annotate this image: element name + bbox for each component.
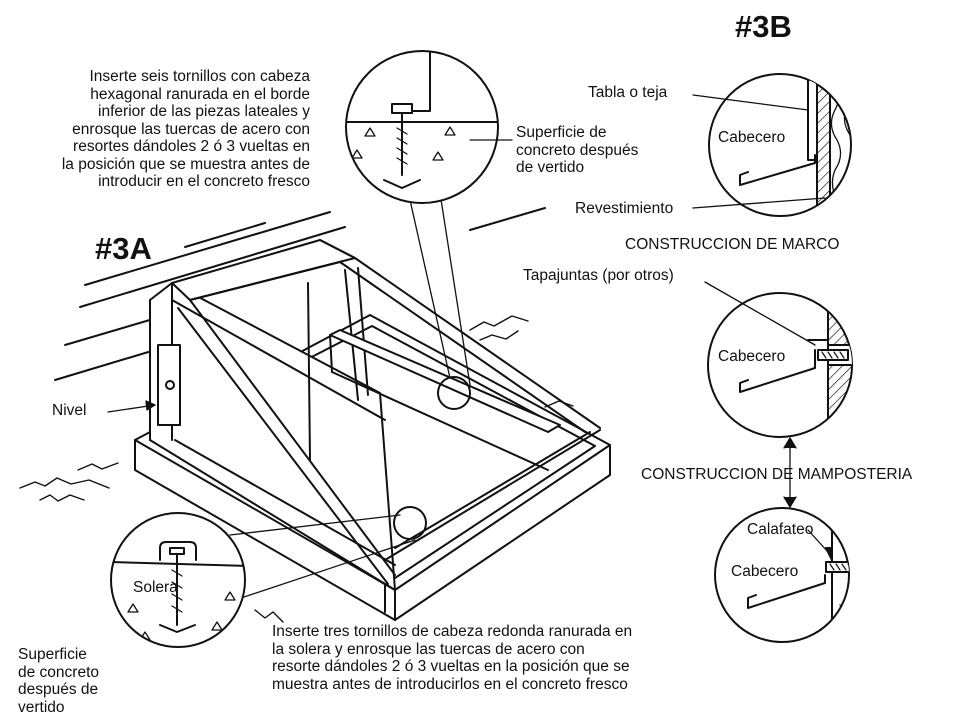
inner-rails (174, 329, 601, 566)
note-surface-top: Superficie de concreto después de vertid… (516, 124, 639, 176)
label-solera: Solera (133, 579, 178, 596)
left-side-panel (149, 282, 396, 591)
label-cabecero-caulk: Cabecero (731, 563, 799, 580)
wall-lines (54, 207, 546, 381)
caption-masonry-construction: CONSTRUCCION DE MAMPOSTERIA (641, 466, 913, 483)
magnifier-frame-construction (692, 73, 852, 217)
magnifier-masonry-construction (704, 281, 853, 438)
caption-frame-construction: CONSTRUCCION DE MARCO (625, 236, 840, 253)
note-round-screws: Inserte tres tornillos de cabeza redonda… (272, 623, 633, 693)
label-nivel: Nivel (52, 402, 87, 419)
label-revestimiento: Revestimiento (575, 200, 674, 217)
masonry-connector (783, 437, 797, 508)
heading-3b: #3B (735, 9, 792, 44)
detail-circle-bottom (393, 506, 427, 540)
label-cabecero-masonry: Cabecero (718, 348, 786, 365)
magnifier-caulk (714, 507, 850, 643)
top-frame (171, 239, 601, 461)
ground-marks (19, 315, 574, 623)
label-tabla-o-teja: Tabla o teja (588, 84, 668, 101)
note-surface-bottom: Superficie de concreto después de vertid… (18, 646, 99, 716)
label-tapajuntas: Tapajuntas (por otros) (523, 267, 674, 284)
nivel-arrow (107, 400, 156, 413)
label-cabecero-frame: Cabecero (718, 129, 786, 146)
magnifier-hex-screw (345, 50, 499, 204)
detail-circle-top (437, 376, 471, 410)
magnifier-round-screw (110, 512, 246, 648)
label-calafateo: Calafateo (747, 521, 814, 538)
note-hex-screws: Inserte seis tornillos con cabeza hexago… (61, 68, 310, 190)
heading-3a: #3A (95, 231, 152, 266)
